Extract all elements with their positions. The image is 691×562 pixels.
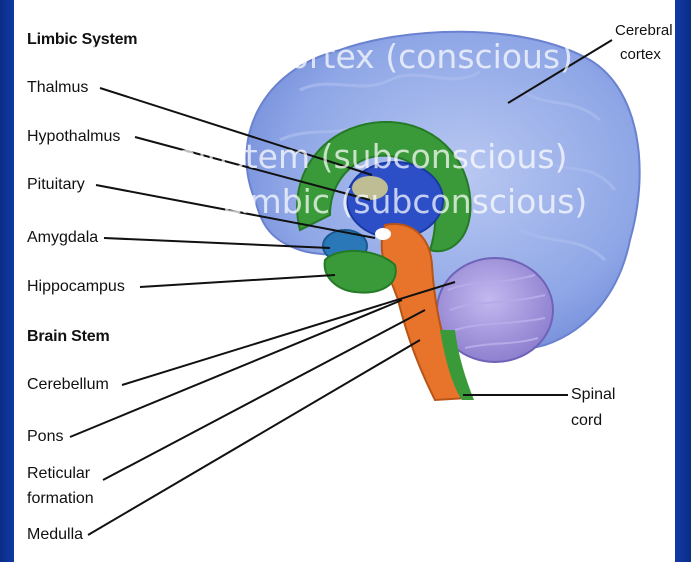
label-pons: Pons	[27, 428, 63, 446]
label-pituitary: Pituitary	[27, 176, 85, 194]
label-hippocampus: Hippocampus	[27, 278, 125, 296]
overlay-limbic: Limbic (subconscious)	[222, 183, 587, 221]
label-hypothalmus: Hypothalmus	[27, 128, 120, 146]
overlay-prefrontal: Pre-Frontal Cortex (conscious)	[78, 38, 573, 76]
label-reticular-line2: formation	[27, 490, 94, 508]
hippocampus	[325, 251, 396, 293]
label-medulla: Medulla	[27, 526, 83, 544]
label-cerebral-line1: Cerebral	[615, 22, 673, 40]
label-spinal-line1: Spinal	[571, 386, 615, 404]
label-spinal-line2: cord	[571, 412, 602, 430]
label-amygdala: Amygdala	[27, 229, 98, 247]
overlay-brainstem: Brainstem (subconscious)	[141, 138, 567, 176]
pituitary	[375, 228, 391, 240]
label-reticular-line1: Reticular	[27, 465, 90, 483]
label-cerebral-line2: cortex	[620, 46, 661, 64]
label-cerebellum: Cerebellum	[27, 376, 109, 394]
label-thalmus: Thalmus	[27, 79, 88, 97]
brain-stem-header: Brain Stem	[27, 328, 109, 346]
